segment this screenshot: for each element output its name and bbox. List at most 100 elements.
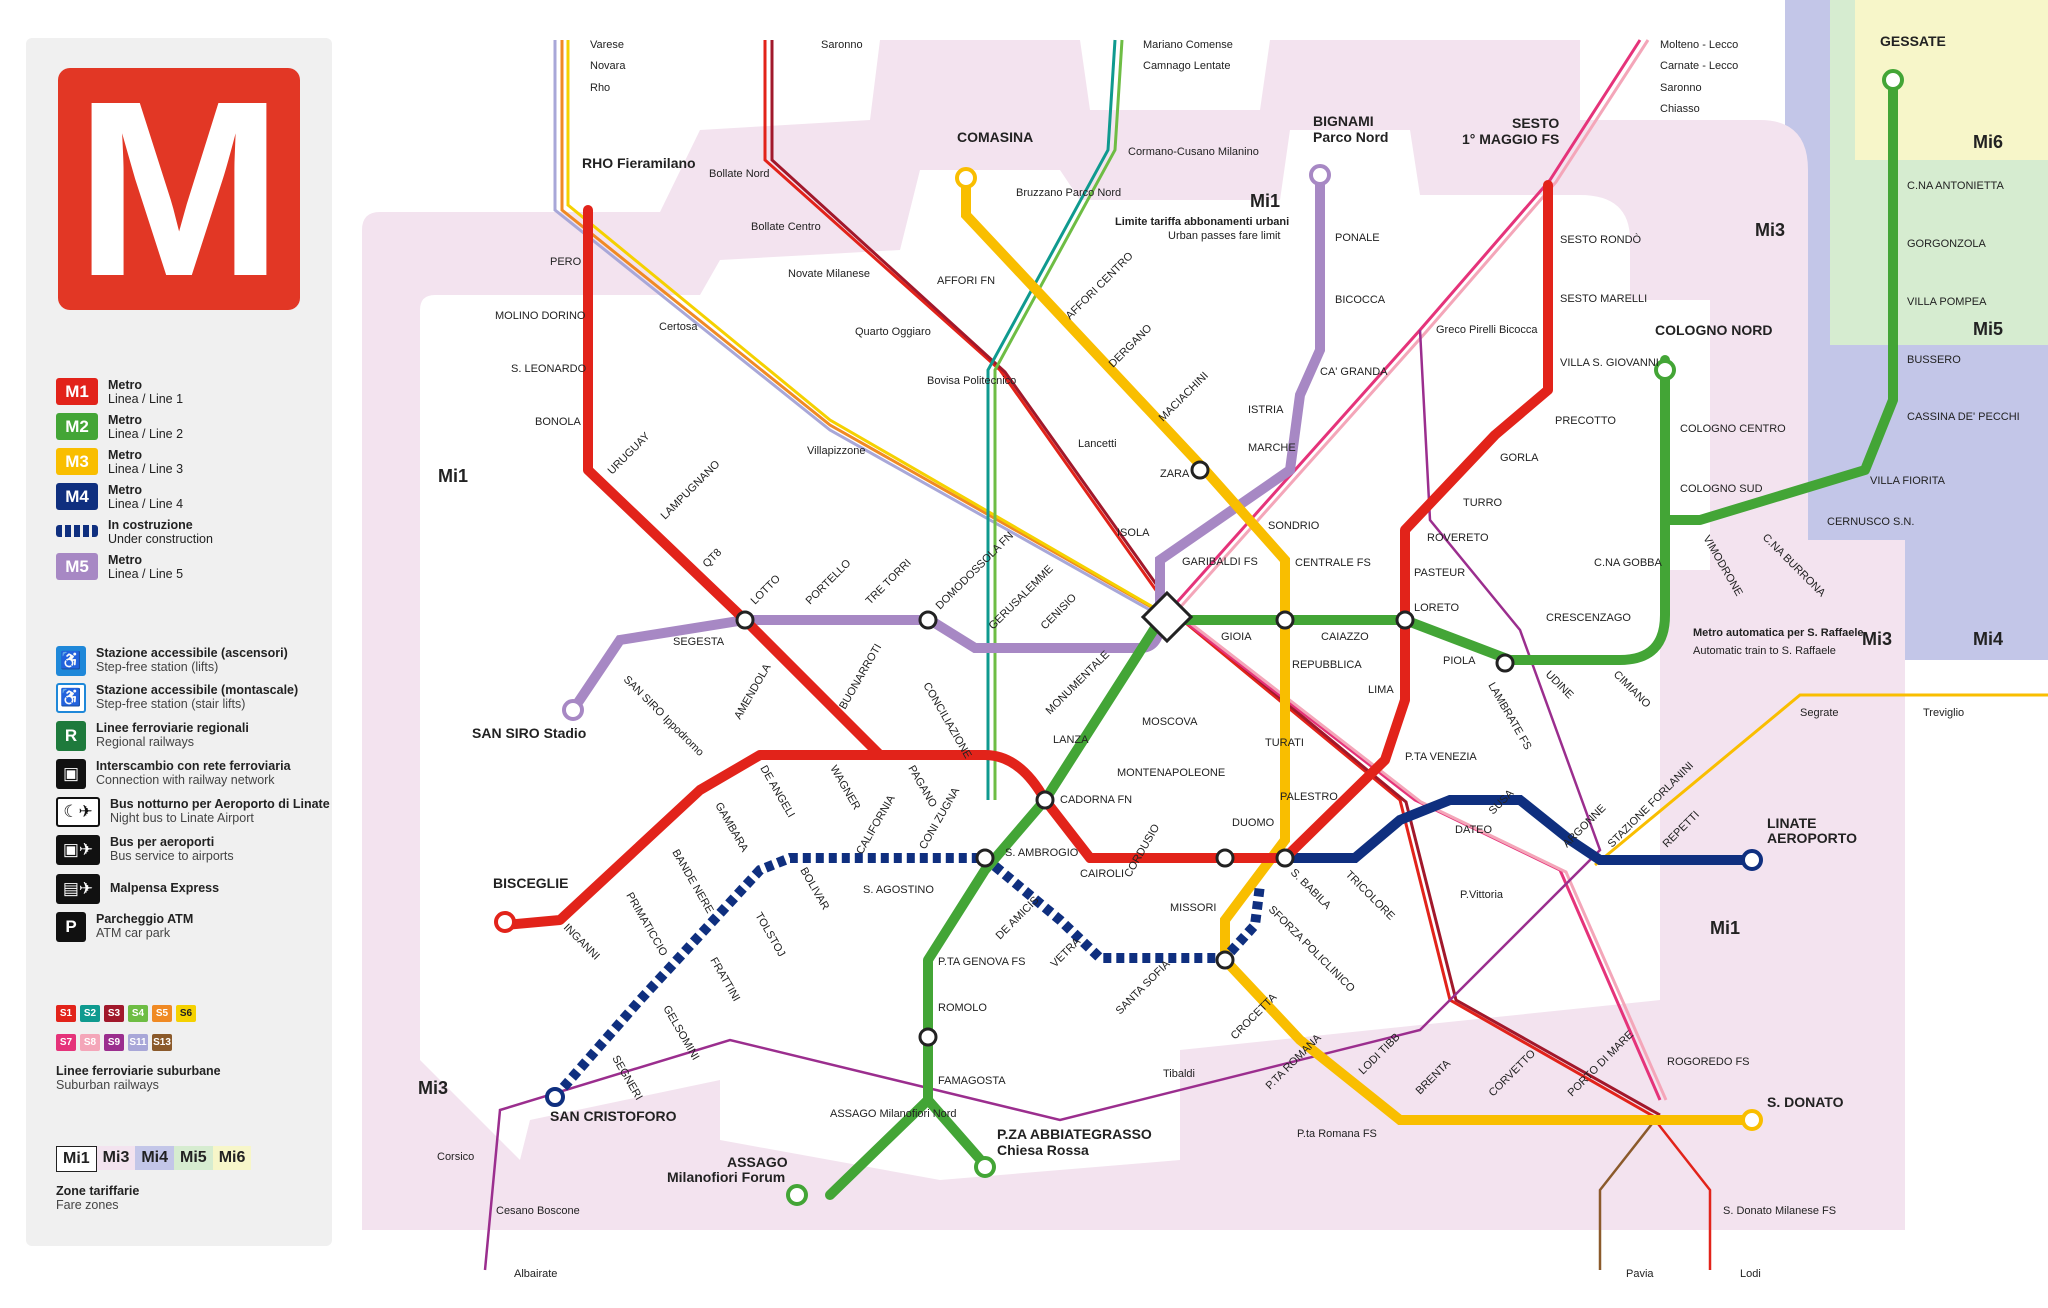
station-label[interactable]: COLOGNO CENTRO xyxy=(1680,423,1786,435)
station-label[interactable]: CA' GRANDA xyxy=(1320,366,1388,378)
station-label[interactable]: BICOCCA xyxy=(1335,294,1386,306)
terminal-chiesa-rossa[interactable]: Chiesa Rossa xyxy=(997,1142,1089,1158)
station-label[interactable]: MONTENAPOLEONE xyxy=(1117,767,1225,779)
station-label[interactable]: ROMOLO xyxy=(938,1002,987,1014)
terminal-san-siro[interactable]: SAN SIRO Stadio xyxy=(472,725,586,741)
station-label[interactable]: PERO xyxy=(550,256,582,268)
cadorna-interchange[interactable] xyxy=(1035,790,1055,810)
station-label[interactable]: C.NA GOBBA xyxy=(1594,557,1663,569)
station-label[interactable]: LIMA xyxy=(1368,684,1394,696)
terminal-sesto[interactable]: SESTO xyxy=(1512,115,1559,131)
station-label[interactable]: ZARA xyxy=(1160,468,1190,480)
station-label[interactable]: GORLA xyxy=(1500,452,1539,464)
station-label[interactable]: LANZA xyxy=(1053,734,1089,746)
station-label[interactable]: MISSORI xyxy=(1170,902,1216,914)
station-label[interactable]: PONALE xyxy=(1335,232,1380,244)
station-label[interactable]: SONDRIO xyxy=(1268,520,1320,532)
terminal-cologno-nord[interactable]: COLOGNO NORD xyxy=(1655,322,1772,338)
station-label[interactable]: TURATI xyxy=(1265,737,1304,749)
station-label[interactable]: DATEO xyxy=(1455,824,1493,836)
station-label[interactable]: BUSSERO xyxy=(1907,354,1961,366)
station-label[interactable]: ISOLA xyxy=(1117,527,1150,539)
terminal-abbiategrasso[interactable]: P.ZA ABBIATEGRASSO xyxy=(997,1126,1152,1142)
station-label[interactable]: MOLINO DORINO xyxy=(495,310,586,322)
station-label[interactable]: P.Vittoria xyxy=(1460,889,1504,901)
abbiategrasso-terminal[interactable] xyxy=(974,1156,996,1178)
station-label[interactable]: GARIBALDI FS xyxy=(1182,556,1258,568)
station-label[interactable]: S. LEONARDO xyxy=(511,363,587,375)
san-cristoforo-terminal[interactable] xyxy=(545,1087,565,1107)
station-label[interactable]: LORETO xyxy=(1414,602,1459,614)
station-label[interactable]: ROVERETO xyxy=(1427,532,1489,544)
station-label[interactable]: SESTO RONDÒ xyxy=(1560,233,1642,246)
cologno-nord-terminal[interactable] xyxy=(1654,359,1676,381)
loreto-interchange[interactable] xyxy=(1395,610,1415,630)
station-label[interactable]: TURRO xyxy=(1463,497,1503,509)
terminal-bisceglie[interactable]: BISCEGLIE xyxy=(493,875,568,891)
terminal-parco-nord[interactable]: Parco Nord xyxy=(1313,129,1388,145)
missori-interchange[interactable] xyxy=(1215,950,1235,970)
station-label[interactable]: AFFORI FN xyxy=(937,275,995,287)
station-label[interactable]: FAMAGOSTA xyxy=(938,1075,1006,1087)
station-label[interactable]: REPUBBLICA xyxy=(1292,659,1362,671)
station-label[interactable]: PALESTRO xyxy=(1280,791,1338,803)
station-label[interactable]: VILLA S. GIOVANNI xyxy=(1560,357,1659,369)
terminal-sesto-maggio[interactable]: 1° MAGGIO FS xyxy=(1462,131,1559,147)
station-label[interactable]: PRECOTTO xyxy=(1555,415,1616,427)
station-label[interactable]: PIOLA xyxy=(1443,655,1476,667)
station-label[interactable]: S. AGOSTINO xyxy=(863,884,934,896)
station-label[interactable]: VILLA FIORITA xyxy=(1870,475,1946,487)
station-label[interactable]: SESTO MARELLI xyxy=(1560,293,1647,305)
san-babila-interchange[interactable] xyxy=(1275,848,1295,868)
station-label[interactable]: CRESCENZAGO xyxy=(1546,612,1631,624)
lotto-interchange[interactable] xyxy=(735,610,755,630)
terminal-linate[interactable]: LINATE xyxy=(1767,815,1817,831)
station-label[interactable]: BONOLA xyxy=(535,416,582,428)
station-label[interactable]: P.TA GENOVA FS xyxy=(938,956,1025,968)
station-label[interactable]: DUOMO xyxy=(1232,817,1275,829)
terminal-milanofiori[interactable]: Milanofiori Forum xyxy=(667,1169,785,1185)
station-label[interactable]: CAIAZZO xyxy=(1321,631,1369,643)
station-label[interactable]: CERNUSCO S.N. xyxy=(1827,516,1914,528)
zara-interchange[interactable] xyxy=(1190,460,1210,480)
terminal-rho[interactable]: RHO Fieramilano xyxy=(582,155,696,171)
station-label[interactable]: PASTEUR xyxy=(1414,567,1465,579)
s-donato-terminal[interactable] xyxy=(1741,1109,1763,1131)
terminal-gessate[interactable]: GESSATE xyxy=(1880,33,1946,49)
station-label[interactable]: C.NA ANTONIETTA xyxy=(1907,180,2004,192)
terminal-assago[interactable]: ASSAGO xyxy=(727,1154,788,1170)
terminal-aeroporto[interactable]: AEROPORTO xyxy=(1767,830,1857,846)
comasina-terminal[interactable] xyxy=(955,167,977,189)
terminal-s-donato[interactable]: S. DONATO xyxy=(1767,1094,1844,1110)
station-label[interactable]: MOSCOVA xyxy=(1142,716,1198,728)
garibaldi-interchange[interactable] xyxy=(1140,590,1194,644)
station-label[interactable]: SEGESTA xyxy=(673,636,725,648)
station-label[interactable]: P.TA VENEZIA xyxy=(1405,751,1477,763)
domodossola-interchange[interactable] xyxy=(918,610,938,630)
station-label[interactable]: ISTRIA xyxy=(1248,404,1284,416)
linate-terminal[interactable] xyxy=(1741,849,1763,871)
terminal-san-cristoforo[interactable]: SAN CRISTOFORO xyxy=(550,1108,677,1124)
station-label[interactable]: ROGOREDO FS xyxy=(1667,1056,1750,1068)
station-label[interactable]: COLOGNO SUD xyxy=(1680,483,1763,495)
gessate-terminal[interactable] xyxy=(1882,69,1904,91)
centrale-interchange[interactable] xyxy=(1275,610,1295,630)
san-siro-terminal[interactable] xyxy=(562,699,584,721)
s-ambrogio-interchange[interactable] xyxy=(975,848,995,868)
station-label[interactable]: CADORNA FN xyxy=(1060,794,1132,806)
duomo-interchange[interactable] xyxy=(1215,848,1235,868)
lambrate-interchange[interactable] xyxy=(1495,653,1515,673)
station-label[interactable]: GIOIA xyxy=(1221,631,1252,643)
station-label[interactable]: ASSAGO Milanofiori Nord xyxy=(830,1108,957,1120)
terminal-bignami[interactable]: BIGNAMI xyxy=(1313,113,1374,129)
station-label[interactable]: CASSINA DE' PECCHI xyxy=(1907,411,2020,423)
station-label[interactable]: VILLA POMPEA xyxy=(1907,296,1987,308)
bisceglie-terminal[interactable] xyxy=(494,911,516,933)
assago-terminal[interactable] xyxy=(786,1184,808,1206)
bignami-terminal[interactable] xyxy=(1309,164,1331,186)
station-label[interactable]: S. AMBROGIO xyxy=(1005,847,1079,859)
terminal-comasina[interactable]: COMASINA xyxy=(957,129,1033,145)
romolo-interchange[interactable] xyxy=(918,1027,938,1047)
station-label[interactable]: MARCHE xyxy=(1248,442,1296,454)
station-label[interactable]: CAIROLI xyxy=(1080,868,1124,880)
